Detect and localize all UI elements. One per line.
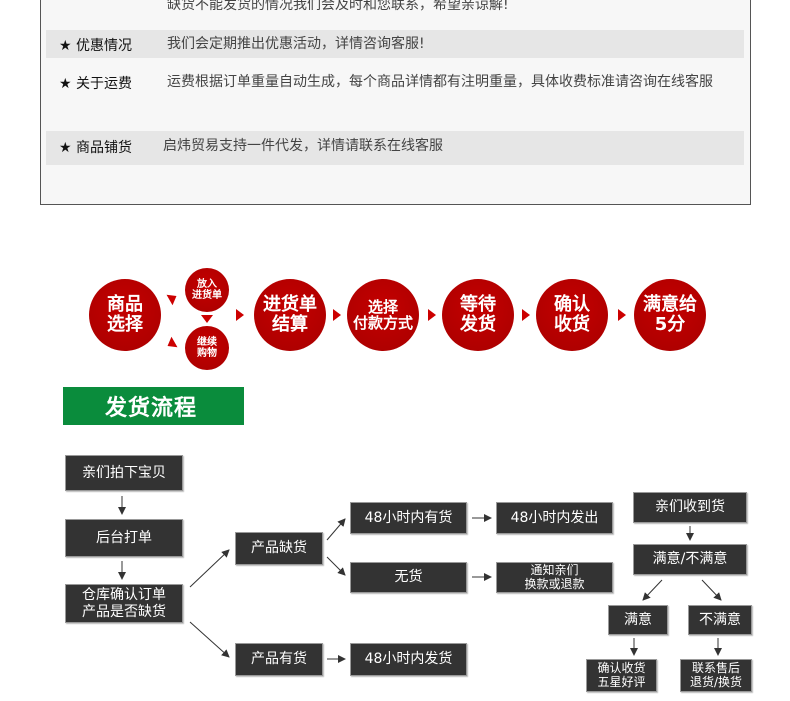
flow-order-placed: 亲们拍下宝贝 [65,455,183,491]
step-continue-shopping: 继续 购物 [185,326,229,370]
policy-label: ★ 商品铺货 [59,140,133,156]
flow-satisfied-or-not: 满意/不满意 [633,544,747,575]
policy-text: 我们会定期推出优惠活动，详情咨询客服! [167,36,425,52]
policy-row-dropship: ★ 商品铺货 启炜贸易支持一件代发，详情请联系在线客服 [46,131,744,165]
flow-contact-after-sales: 联系售后 退货/换货 [680,659,752,692]
policy-text: 运费根据订单重量自动生成，每个商品详情都有注明重量，具体收费标准请咨询在线客服 [167,74,713,90]
arrow-icon [522,309,530,321]
step-select-goods: 商品 选择 [89,279,161,351]
flow-restock-48h: 48小时内有货 [350,502,467,534]
policy-row-discount: ★ 优惠情况 我们会定期推出优惠活动，详情咨询客服! [46,30,744,58]
flow-out-of-stock: 产品缺货 [235,532,323,565]
flow-ship-out-48h: 48小时内发出 [496,502,613,534]
step-payment: 选择 付款方式 [347,279,419,351]
policy-label: ★ 优惠情况 [59,38,133,54]
flow-print-order: 后台打单 [65,519,183,557]
flow-received: 亲们收到货 [633,492,747,523]
policy-row-shipping: ★ 关于运费 运费根据订单重量自动生成，每个商品详情都有注明重量，具体收费标准请咨… [46,70,744,116]
flow-confirm-five-star: 确认收货 五星好评 [586,659,657,692]
flow-notify-customer: 通知亲们 换款或退款 [496,562,613,593]
step-checkout: 进货单 结算 [254,279,326,351]
flow-warehouse-check: 仓库确认订单 产品是否缺货 [65,584,183,623]
flow-in-stock: 产品有货 [235,643,323,676]
flow-satisfied: 满意 [608,605,668,635]
policy-text: 启炜贸易支持一件代发，详情请联系在线客服 [163,138,443,154]
flow-unsatisfied: 不满意 [688,605,752,635]
arrow-icon [618,309,626,321]
section-title-shipping-flow: 发货流程 [63,387,244,425]
arrow-icon [236,309,244,321]
flow-no-stock: 无货 [350,562,467,593]
step-add-to-cart: 放入 进货单 [185,268,229,312]
step-wait-shipping: 等待 发货 [442,279,514,351]
flow-ship-48h: 48小时内发货 [350,643,467,676]
policy-label: ★ 关于运费 [59,76,133,92]
policy-text: 缺货不能发货的情况我们会及时和您联系，希望亲谅解! [167,0,509,13]
step-rate: 满意给 5分 [634,279,706,351]
arrow-icon [428,309,436,321]
shop-policy-panel: 缺货不能发货的情况我们会及时和您联系，希望亲谅解! ★ 优惠情况 我们会定期推出优… [40,0,751,205]
step-confirm-receipt: 确认 收货 [536,279,608,351]
arrow-icon [333,309,341,321]
